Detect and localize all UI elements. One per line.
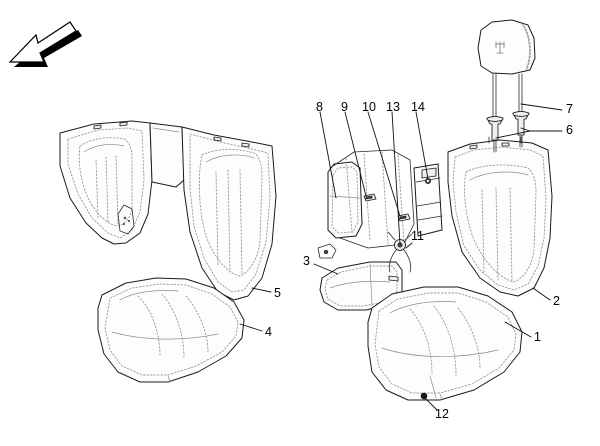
latch-mechanism-11: [387, 231, 413, 273]
direction-arrow: [8, 21, 82, 67]
hinge-bracket-assembly: [413, 163, 443, 237]
callout-13: 13: [386, 100, 400, 114]
maserati-trident-logo: [495, 41, 505, 54]
callout-3: 3: [303, 254, 310, 268]
callout-4: 4: [265, 325, 272, 339]
callout-6: 6: [566, 123, 573, 137]
seat-cushion-right: [367, 286, 523, 401]
seat-back-right: [447, 136, 553, 297]
seat-back-left-outer: [181, 126, 277, 301]
callout-8: 8: [316, 100, 323, 114]
seat-back-left: [59, 120, 153, 245]
callout-9: 9: [341, 100, 348, 114]
headrest-guide-sleeve-left: [486, 116, 504, 153]
side-trim-bits: [317, 243, 337, 259]
callout-7: 7: [566, 102, 573, 116]
retaining-clip-9: [363, 193, 377, 202]
cushion-fastener-12: [420, 392, 428, 400]
fastener-stud-10: [397, 213, 411, 222]
callout-5: 5: [274, 286, 281, 300]
callout-11: 11: [411, 229, 424, 243]
callout-12: 12: [435, 407, 449, 421]
headrest-guide-sleeve-right: [512, 111, 530, 148]
headrest: [477, 19, 536, 119]
callout-10: 10: [362, 100, 376, 114]
callout-2: 2: [553, 294, 560, 308]
seat-cushion-left: [97, 277, 245, 383]
center-trim-panel: [327, 161, 363, 239]
center-back-panel: [149, 122, 185, 188]
callout-14: 14: [411, 100, 425, 114]
callout-1: 1: [534, 330, 541, 344]
leader-lines: [239, 103, 563, 411]
